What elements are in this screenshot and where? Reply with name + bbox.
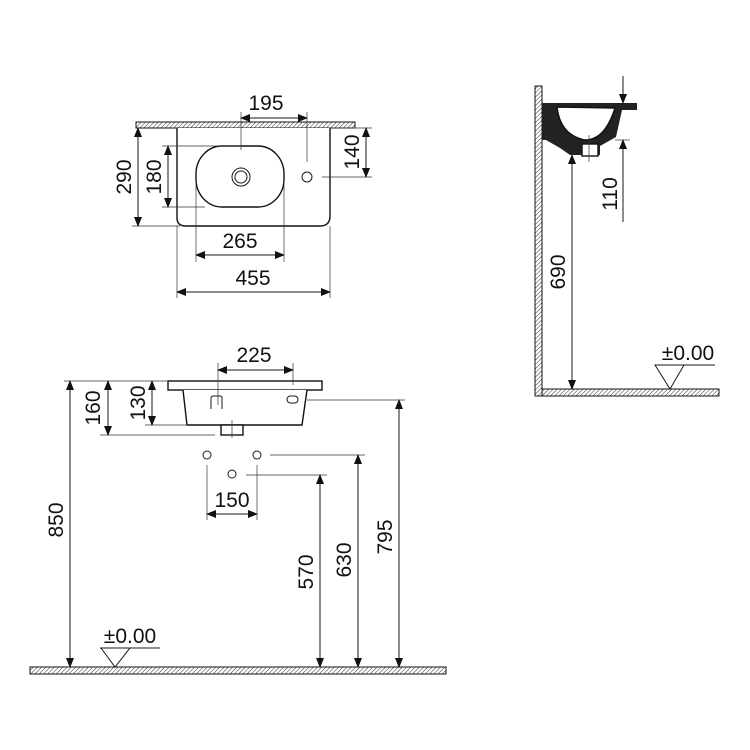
tap-hole — [301, 171, 313, 183]
front-view: 225 850 160 130 150 570 630 795 — [29, 344, 447, 675]
dim-690: 690 — [547, 254, 570, 289]
supply-pipe-right — [252, 450, 262, 460]
top-view: 195 140 290 180 265 455 — [113, 92, 372, 298]
floor-level-label: ±0.00 — [104, 625, 156, 648]
wall-hatch — [534, 85, 543, 397]
drain-inner — [234, 170, 248, 184]
dim-290: 290 — [113, 159, 136, 194]
dim-225: 225 — [236, 344, 271, 367]
overflow-icon — [210, 395, 223, 409]
supply-pipe-left — [202, 450, 212, 460]
floor-hatch — [29, 666, 447, 675]
dim-150: 150 — [214, 489, 249, 512]
basin-body — [182, 389, 308, 426]
basin-rim — [167, 380, 323, 391]
level-marker-icon — [654, 364, 685, 390]
dim-110: 110 — [599, 177, 622, 210]
dim-630: 630 — [333, 542, 356, 577]
dim-130: 130 — [127, 385, 150, 420]
dim-795: 795 — [374, 519, 397, 554]
drain-icon — [231, 167, 251, 187]
dim-180: 180 — [143, 159, 166, 194]
dim-850: 850 — [45, 502, 68, 537]
level-marker-icon — [100, 647, 132, 668]
floor-level-label: ±0.00 — [662, 342, 714, 365]
dim-160: 160 — [82, 390, 105, 425]
dim-570: 570 — [295, 554, 318, 589]
tap-hole — [286, 395, 299, 404]
dim-265: 265 — [222, 230, 257, 253]
floor-hatch — [541, 388, 720, 397]
dim-140: 140 — [341, 134, 364, 169]
bowl-outline — [195, 145, 285, 208]
waste-pipe — [227, 469, 237, 479]
dim-455: 455 — [235, 267, 270, 290]
wall-hatch — [135, 121, 356, 129]
side-view: 110 690 ±0.00 — [534, 76, 720, 397]
dim-195: 195 — [248, 92, 283, 115]
